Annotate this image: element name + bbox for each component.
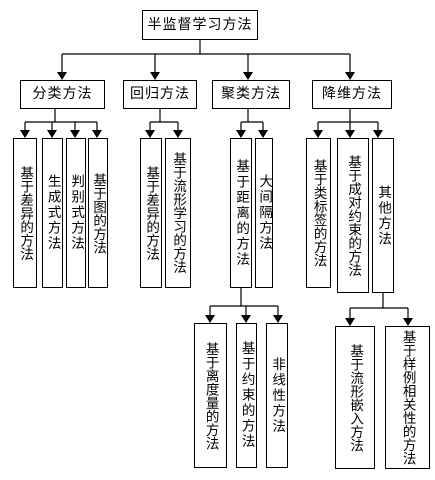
category-clustering: 聚类方法 xyxy=(212,80,290,109)
method-clustering-large-margin: 大间隔方法 xyxy=(255,138,273,288)
root-box: 半监督学习方法 xyxy=(142,10,258,40)
submethod-nonlinear: 非线性方法 xyxy=(266,323,288,468)
method-regression-difference: 基于差异的方法 xyxy=(140,138,162,288)
category-classification: 分类方法 xyxy=(20,80,105,109)
submethod-manifold-embedding: 基于流形嵌入方法 xyxy=(335,326,375,469)
method-classification-difference: 基于差异的方法 xyxy=(13,138,37,288)
submethod-distance-metric: 基于离度量的方法 xyxy=(194,323,227,468)
method-classification-generative: 生成式方法 xyxy=(42,138,63,288)
submethod-constraint: 基于约束的方法 xyxy=(236,323,257,468)
method-regression-manifold: 基于流形学习的方法 xyxy=(165,138,191,288)
method-classification-graph: 基于图的方法 xyxy=(88,138,108,288)
method-dimred-pairwise-constraint: 基于成对约束的方法 xyxy=(337,138,369,293)
method-dimred-other: 其他方法 xyxy=(372,138,394,293)
method-classification-discriminative: 判别式方法 xyxy=(66,138,86,288)
category-dim-reduction: 降维方法 xyxy=(312,80,392,109)
category-regression: 回归方法 xyxy=(123,80,197,109)
method-clustering-distance: 基于距离的方法 xyxy=(230,138,252,288)
submethod-sample-correlation: 基于样例相关性的方法 xyxy=(385,326,430,469)
method-dimred-class-label: 基于类标签的方法 xyxy=(306,138,331,288)
